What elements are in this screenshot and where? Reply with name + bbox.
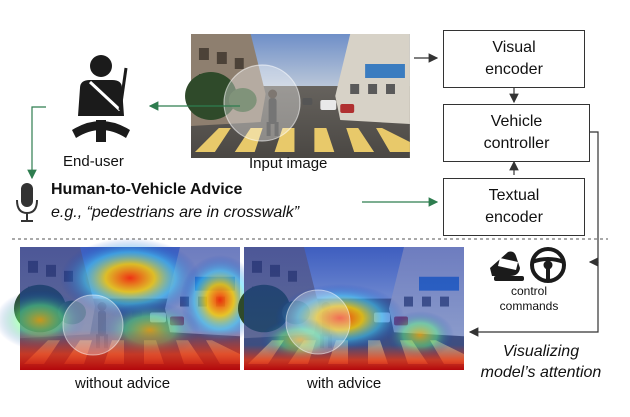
visual-encoder-box: Visual encoder: [443, 30, 585, 88]
visualizing-attention-label: Visualizing model’s attention: [466, 341, 616, 383]
microphone-icon: [16, 183, 38, 222]
vehicle-controller-line2: controller: [483, 135, 550, 152]
driver-seatbelt-icon: [72, 55, 130, 142]
control-commands-label: control commands: [486, 284, 572, 314]
advice-example: e.g., “pedestrians are in crosswalk”: [51, 204, 300, 221]
attention-circle: [223, 64, 301, 142]
attention-map-with-advice: [238, 247, 464, 371]
arrow-controller-to-commands: [588, 131, 599, 267]
without-advice-label: without advice: [75, 375, 171, 392]
visual-encoder-line1: Visual: [492, 39, 536, 56]
control-commands-line2: commands: [499, 299, 559, 313]
control-commands-line1: control: [510, 284, 548, 298]
textual-encoder-line1: Textual: [488, 187, 540, 204]
arrow-user-to-advice: [27, 106, 46, 180]
vehicle-controller-line1: Vehicle: [490, 113, 543, 130]
steering-wheel-icon: [530, 247, 566, 283]
end-user-label: End-user: [63, 153, 124, 170]
vehicle-controller-box: Vehicle controller: [443, 104, 590, 162]
visualizing-attention-line2: model’s attention: [480, 364, 602, 381]
input-image: [185, 34, 410, 158]
pedal-icon: [490, 251, 524, 281]
advice-title: Human-to-Vehicle Advice: [51, 181, 243, 198]
visual-encoder-line2: encoder: [485, 61, 543, 78]
with-advice-label: with advice: [307, 375, 382, 392]
input-image-label: Input image: [249, 155, 328, 172]
textual-encoder-box: Textual encoder: [443, 178, 585, 236]
textual-encoder-line2: encoder: [485, 209, 543, 226]
arrow-to-attention-maps: [468, 262, 599, 337]
attention-map-without-advice: [0, 238, 260, 371]
visualizing-attention-line1: Visualizing: [502, 343, 580, 360]
